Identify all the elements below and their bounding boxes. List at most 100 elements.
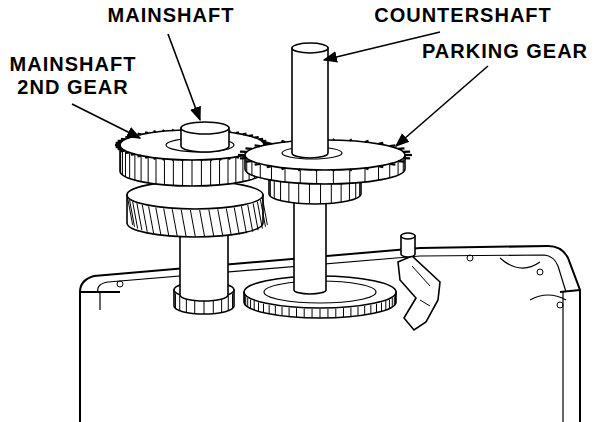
gear-tooth xyxy=(163,129,165,132)
gear-tooth xyxy=(121,138,126,141)
tooth-groove xyxy=(385,301,386,310)
tooth-groove xyxy=(228,159,229,184)
cylinder-top xyxy=(181,122,229,134)
tooth-groove xyxy=(181,210,186,237)
tooth-groove xyxy=(250,300,251,309)
gear-tooth xyxy=(365,141,369,142)
part-label: MAINSHAFT 2ND GEAR xyxy=(0,53,146,99)
gear-tooth xyxy=(191,160,193,161)
tooth-groove xyxy=(257,202,262,229)
tooth-groove xyxy=(209,210,214,237)
tooth-groove xyxy=(358,307,359,316)
tooth-groove xyxy=(164,208,169,235)
gear-tooth xyxy=(403,151,410,153)
tooth-groove xyxy=(232,293,233,308)
tooth-groove xyxy=(125,152,126,177)
tooth-groove xyxy=(218,209,223,236)
gear-tooth xyxy=(236,131,239,134)
tooth-groove xyxy=(269,305,270,314)
tooth-groove xyxy=(246,159,247,172)
tooth-groove xyxy=(392,298,393,307)
tooth-groove xyxy=(376,304,377,313)
tooth-groove xyxy=(234,207,239,234)
tooth-groove xyxy=(245,296,246,305)
tooth-groove xyxy=(364,306,365,315)
part-label: COUNTERSHAFT xyxy=(368,4,558,27)
tooth-groove xyxy=(241,206,246,233)
gear-tooth xyxy=(116,146,121,148)
tooth-groove xyxy=(172,209,177,236)
gear-tooth xyxy=(240,157,247,159)
tooth-groove xyxy=(192,161,193,186)
leader-line xyxy=(72,104,140,138)
tooth-groove xyxy=(327,309,328,318)
gear-tooth xyxy=(246,147,252,150)
tooth-groove xyxy=(349,170,350,183)
tooth-groove xyxy=(128,198,133,225)
gear-tooth xyxy=(267,165,272,168)
tooth-groove xyxy=(389,300,390,309)
gear-tooth xyxy=(282,141,286,142)
tooth-groove xyxy=(254,301,255,310)
tooth-groove xyxy=(210,160,211,185)
tooth-groove xyxy=(219,160,220,185)
gear-tooth xyxy=(267,142,272,145)
tooth-groove xyxy=(335,309,336,318)
tooth-groove xyxy=(149,206,154,233)
pawl-detail xyxy=(412,266,430,306)
gear-tooth xyxy=(200,160,203,161)
gear-tooth xyxy=(125,136,129,139)
gear-tooth xyxy=(240,151,247,153)
case-rib xyxy=(100,258,566,422)
part-label: PARKING GEAR xyxy=(410,40,600,63)
gear-tooth xyxy=(398,160,404,163)
tooth-groove xyxy=(260,165,261,178)
tooth-groove xyxy=(226,208,231,235)
tooth-groove xyxy=(395,295,396,304)
gear-tooth xyxy=(379,142,384,145)
tooth-groove xyxy=(343,308,344,317)
tooth-groove xyxy=(156,207,161,234)
tooth-groove xyxy=(263,304,264,313)
tooth-groove xyxy=(288,181,289,202)
tooth-groove xyxy=(333,171,334,184)
countershaft-top xyxy=(292,43,328,158)
tooth-groove xyxy=(271,167,272,180)
bolt-hole xyxy=(467,255,473,261)
tooth-groove xyxy=(247,298,248,307)
tooth-groove xyxy=(298,182,299,203)
tooth-groove xyxy=(275,306,276,315)
tooth-groove xyxy=(133,202,138,229)
gear-tooth xyxy=(116,142,121,144)
bolt-hole xyxy=(117,281,123,287)
tooth-groove xyxy=(122,150,123,175)
tooth-groove xyxy=(164,160,165,185)
gear-tooth xyxy=(390,144,396,147)
gear-tooth xyxy=(138,155,142,158)
gear-tooth xyxy=(390,163,396,166)
tooth-groove xyxy=(394,296,395,305)
mainshaft-helical-gear xyxy=(127,181,267,237)
bolt-hole xyxy=(557,302,563,308)
tooth-groove xyxy=(228,296,229,311)
gear-tooth xyxy=(243,133,247,136)
gear-tooth xyxy=(211,159,212,160)
tooth-groove xyxy=(320,309,321,318)
tooth-groove xyxy=(289,308,290,317)
tooth-groove xyxy=(365,169,366,182)
tooth-groove xyxy=(304,309,305,318)
gear-tooth xyxy=(154,130,157,133)
gear-tooth xyxy=(398,147,404,150)
tooth-groove xyxy=(248,205,253,232)
gear-tooth xyxy=(118,148,123,150)
gear-tooth xyxy=(138,133,142,136)
tooth-groove xyxy=(141,157,142,182)
gear-tooth xyxy=(282,168,286,169)
tooth-groove xyxy=(370,305,371,314)
tooth-groove xyxy=(378,167,379,180)
tooth-groove xyxy=(182,161,183,186)
cylinder-side xyxy=(294,190,326,294)
tooth-groove xyxy=(309,183,310,204)
parking-pawl xyxy=(398,256,440,330)
